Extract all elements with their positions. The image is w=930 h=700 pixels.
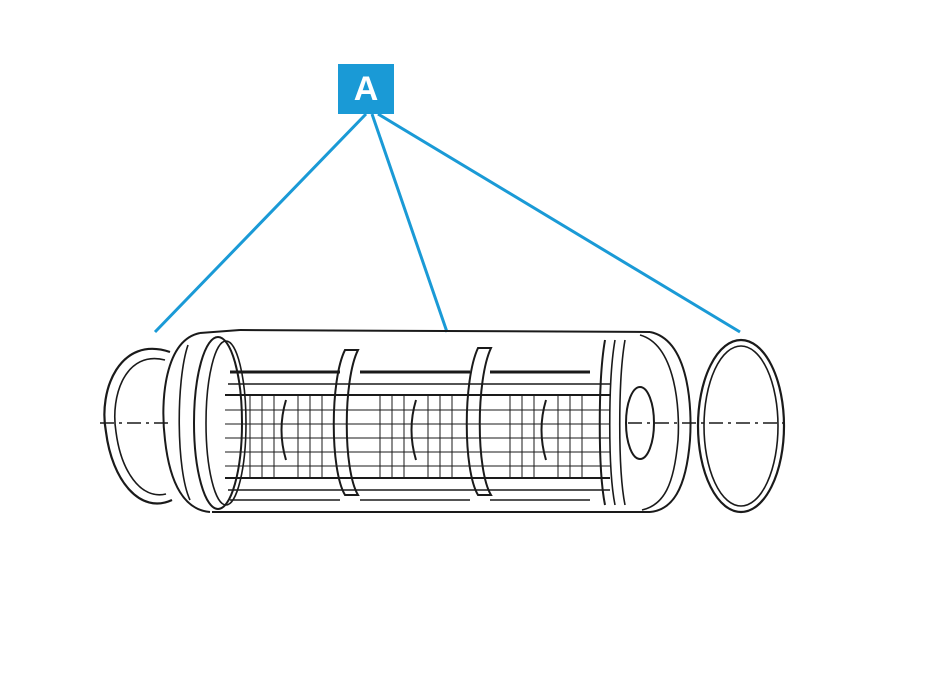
callout-label-a: A [338, 64, 394, 114]
leader-line-left-o-ring [153, 112, 368, 334]
leader-line-filter-cartridge [370, 113, 449, 333]
right-o-ring [696, 338, 786, 514]
leader-lines [153, 112, 741, 334]
leader-line-right-o-ring [377, 112, 741, 334]
mesh-pattern [225, 396, 610, 478]
left-o-ring [103, 347, 173, 505]
filter-cartridge [162, 329, 692, 513]
support-ribs [280, 347, 547, 496]
